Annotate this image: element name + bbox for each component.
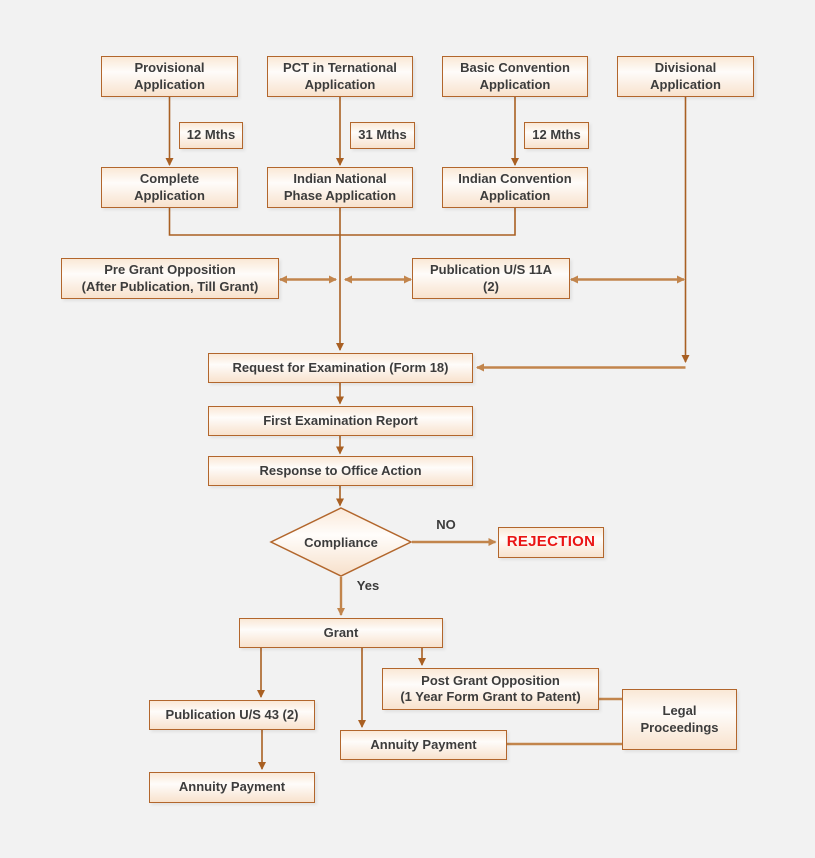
node-basic-convention-application: Basic Convention Application xyxy=(442,56,588,97)
node-rejection: REJECTION xyxy=(498,527,604,558)
decision-label-no: NO xyxy=(436,517,456,532)
decision-label-yes: Yes xyxy=(356,578,380,593)
node-annuity-payment-right: Annuity Payment xyxy=(340,730,507,760)
edge-label-12-mths-right: 12 Mths xyxy=(524,122,589,149)
node-grant: Grant xyxy=(239,618,443,648)
connector-row2-merge xyxy=(168,208,516,236)
node-legal-proceedings: Legal Proceedings xyxy=(622,689,737,750)
node-publication-us-43: Publication U/S 43 (2) xyxy=(149,700,315,730)
node-divisional-application: Divisional Application xyxy=(617,56,754,97)
node-response-to-office-action: Response to Office Action xyxy=(208,456,473,486)
node-complete-application: Complete Application xyxy=(101,167,238,208)
node-pct-international-application: PCT in Ternational Application xyxy=(267,56,413,97)
node-post-grant-opposition: Post Grant Opposition (1 Year Form Grant… xyxy=(382,668,599,710)
node-request-for-examination: Request for Examination (Form 18) xyxy=(208,353,473,383)
node-provisional-application: Provisional Application xyxy=(101,56,238,97)
node-publication-us-11a: Publication U/S 11A (2) xyxy=(412,258,570,299)
node-indian-convention-application: Indian Convention Application xyxy=(442,167,588,208)
node-compliance: Compliance xyxy=(304,534,378,550)
node-annuity-payment-left: Annuity Payment xyxy=(149,772,315,803)
edge-label-31-mths: 31 Mths xyxy=(350,122,415,149)
node-first-examination-report: First Examination Report xyxy=(208,406,473,436)
node-pre-grant-opposition: Pre Grant Opposition (After Publication,… xyxy=(61,258,279,299)
node-indian-national-phase-application: Indian National Phase Application xyxy=(267,167,413,208)
edge-label-12-mths-left: 12 Mths xyxy=(179,122,243,149)
